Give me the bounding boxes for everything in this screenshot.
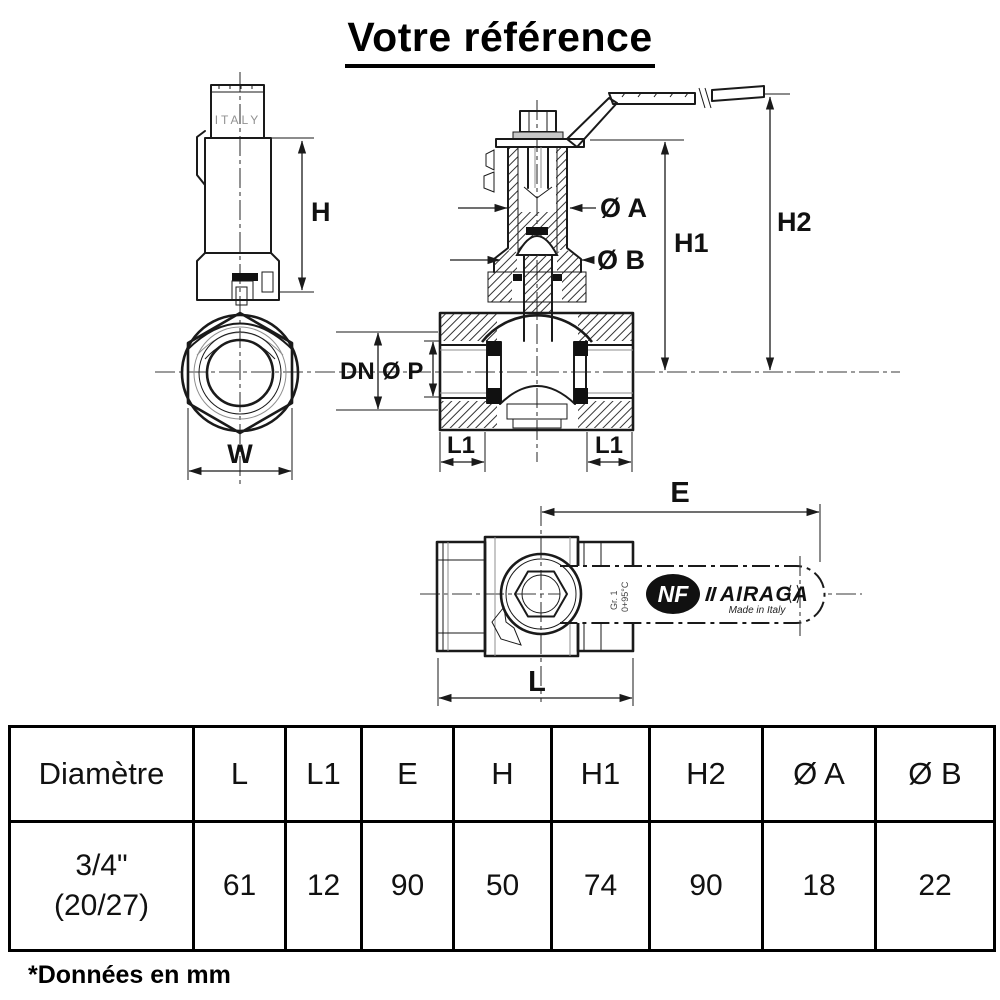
nf-logo-oval — [646, 574, 700, 614]
col-header-e: E — [360, 725, 455, 823]
section-view: Ø A Ø B H1 H2 DN Ø P — [336, 85, 812, 472]
table-data-row: 3/4" (20/27) 61 12 90 50 74 90 18 22 — [8, 820, 996, 952]
table-header-row: Diamètre L L1 E H H1 H2 Ø A Ø B — [8, 725, 996, 823]
technical-drawing: ITALY H — [155, 72, 900, 706]
diameter-metric: (20/27) — [53, 889, 150, 922]
page-title: Votre référence — [345, 14, 655, 68]
cell-l: 61 — [192, 820, 287, 952]
dim-label-l1-left: L1 — [447, 432, 475, 459]
col-header-dia-a: Ø A — [761, 725, 877, 823]
col-header-dia-b: Ø B — [874, 725, 996, 823]
dim-label-l: L — [528, 666, 546, 698]
cell-e: 90 — [360, 820, 455, 952]
brand-mark — [705, 587, 712, 601]
cell-h2: 90 — [648, 820, 764, 952]
dim-label-h1: H1 — [674, 228, 709, 258]
top-view: E Gr. 1 0+95°C — [420, 477, 862, 706]
diameter-size: 3/4" — [75, 848, 128, 882]
dim-label-dn: DN — [340, 358, 375, 385]
dimension-table: Diamètre L L1 E H H1 H2 Ø A Ø B 3/4" (20… — [8, 725, 996, 952]
footnote: *Données en mm — [28, 961, 231, 989]
handle-marking-italy: ITALY — [215, 113, 262, 127]
dim-label-h: H — [311, 197, 331, 227]
dim-label-l1-right: L1 — [595, 432, 623, 459]
side-view: ITALY H — [180, 72, 331, 487]
col-header-l1: L1 — [284, 725, 363, 823]
dim-label-h2: H2 — [777, 207, 812, 237]
cell-dia-a: 18 — [761, 820, 877, 952]
col-header-h2: H2 — [648, 725, 764, 823]
cell-dia-b: 22 — [874, 820, 996, 952]
cell-h1: 74 — [550, 820, 651, 952]
cell-l1: 12 — [284, 820, 363, 952]
page-title-wrap: Votre référence — [0, 14, 1000, 68]
dim-label-dia-b: Ø B — [597, 245, 645, 275]
nf-logo-text: NF — [658, 581, 690, 607]
handle-origin: Made in Italy — [729, 605, 787, 616]
handle-brand: AIRAGA — [719, 583, 809, 606]
handle-small-text-2: 0+95°C — [620, 581, 630, 612]
col-header-h: H — [452, 725, 553, 823]
handle-small-text-1: Gr. 1 — [609, 590, 619, 610]
dim-label-w: W — [227, 439, 253, 469]
cell-diameter: 3/4" (20/27) — [8, 820, 195, 952]
cell-h: 50 — [452, 820, 553, 952]
col-header-diametre: Diamètre — [8, 725, 195, 823]
dim-label-dia-p: Ø P — [382, 358, 423, 385]
dim-label-e: E — [670, 477, 689, 509]
col-header-h1: H1 — [550, 725, 651, 823]
dim-label-dia-a: Ø A — [600, 193, 647, 223]
col-header-l: L — [192, 725, 287, 823]
